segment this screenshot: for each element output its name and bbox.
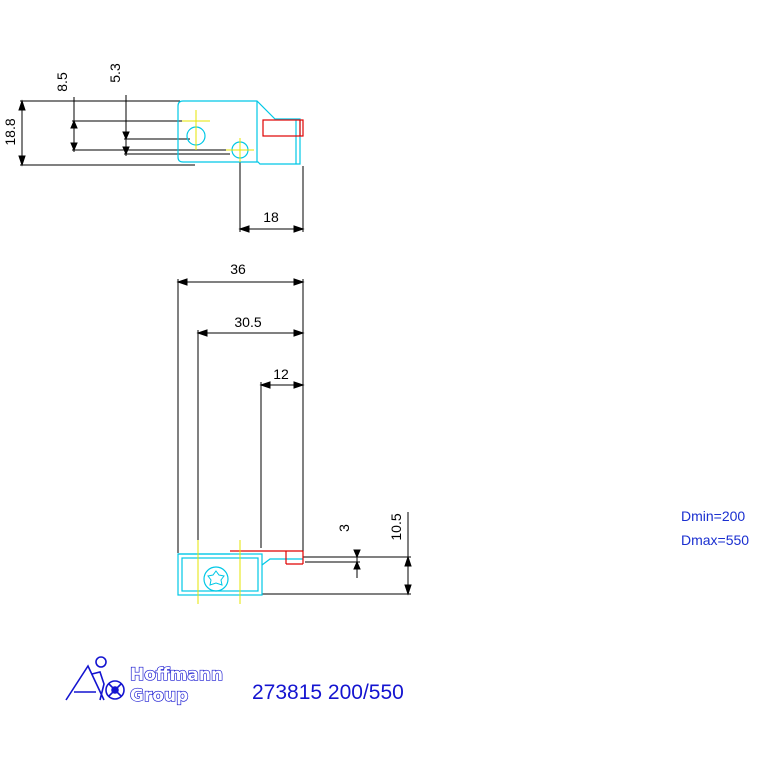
param-dmax: Dmax=550 [681, 532, 749, 548]
front-view-centerlines [197, 540, 241, 604]
logo-mark-icon [65, 656, 125, 701]
top-view-extension-lines [20, 100, 304, 232]
front-view: 36 30.5 12 3 10.5 [176, 261, 412, 604]
front-view-body [177, 553, 303, 596]
dim-36: 36 [230, 261, 246, 277]
dim-18: 18 [263, 209, 279, 225]
logo-line-1: Hoffmann [130, 665, 223, 685]
torx-screw-icon [203, 566, 229, 592]
dim-30-5: 30.5 [234, 314, 261, 330]
logo-line-2: Group [130, 686, 188, 706]
top-view-cutter [262, 119, 304, 137]
front-view-dimension-lines [176, 278, 412, 596]
dim-3: 3 [336, 524, 352, 532]
hoffmann-group-logo: Hoffmann Group [65, 656, 224, 707]
dim-12: 12 [273, 366, 289, 382]
dim-18-8: 18.8 [2, 118, 18, 145]
front-view-cutter [230, 550, 304, 565]
top-view-dimension-lines [18, 95, 305, 233]
top-view: 18.8 8.5 5.3 18 [2, 63, 305, 233]
part-number: 273815 200/550 [252, 681, 404, 704]
top-view-holes [182, 110, 254, 162]
top-view-centerlines [182, 110, 254, 162]
param-dmin: Dmin=200 [681, 508, 745, 524]
top-view-body [177, 100, 301, 165]
front-view-extension-lines [177, 279, 411, 595]
dim-5-3: 5.3 [107, 63, 123, 83]
dim-10-5: 10.5 [388, 513, 404, 540]
dim-8-5: 8.5 [54, 72, 70, 92]
